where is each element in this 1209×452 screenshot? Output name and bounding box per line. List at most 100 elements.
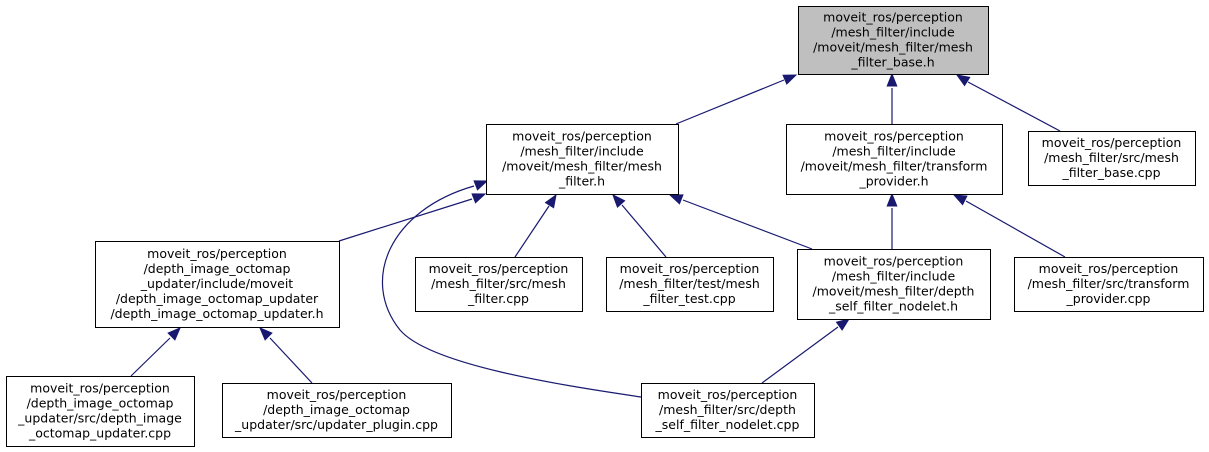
node-box	[486, 124, 679, 195]
edge-mesh_filter_base_cpp-to-root	[955, 74, 1061, 132]
node-transform_provider_cpp[interactable]: moveit_ros/perception/mesh_filter/src/tr…	[1014, 257, 1204, 312]
node-label-line: moveit_ros/perception	[267, 387, 407, 402]
node-box	[1014, 257, 1204, 312]
edge-depth_self_filter_nodelet_cpp-to-depth_self_filter_nodelet_h	[761, 318, 851, 384]
node-label-line: _octomap_updater.cpp	[28, 426, 171, 441]
node-label-line: _filter_test.cpp	[642, 291, 735, 306]
edge-line	[130, 337, 171, 377]
node-label-line: /moveit/mesh_filter/mesh	[502, 159, 662, 174]
node-label-line: /mesh_filter/src/mesh	[431, 276, 566, 291]
node-label-line: /depth_image_octomap	[144, 261, 291, 276]
node-label-line: /depth_image_octomap_updater.h	[110, 306, 323, 321]
node-label-line: _updater/src/depth_image	[17, 411, 182, 426]
arrowhead	[259, 327, 273, 341]
node-depth_self_filter_nodelet_h[interactable]: moveit_ros/perception/mesh_filter/includ…	[797, 249, 991, 320]
edge-depth_self_filter_nodelet_h-to-mesh_filter_h	[668, 194, 813, 250]
node-label-line: /depth_image_octomap_updater	[116, 291, 319, 306]
edge-line	[682, 199, 813, 250]
node-label-line: moveit_ros/perception	[823, 10, 963, 25]
node-mesh_filter_h[interactable]: moveit_ros/perception/mesh_filter/includ…	[486, 124, 679, 195]
node-label-line: moveit_ros/perception	[1039, 261, 1179, 276]
node-label-line: _filter.h	[558, 174, 605, 189]
edge-line	[675, 79, 785, 125]
edge-line	[621, 204, 667, 258]
node-label-line: _filter_base.h	[850, 55, 934, 70]
edge-line	[965, 200, 1066, 258]
edge-depth_image_octomap_updater_cpp-to-depth_image_octomap_updater_h	[130, 327, 181, 377]
node-label-line: /moveit/mesh_filter/depth	[813, 284, 975, 299]
node-box	[797, 249, 991, 320]
node-box	[415, 257, 583, 312]
node-box	[95, 241, 340, 328]
node-label-line: /depth_image_octomap	[27, 396, 174, 411]
edge-mesh_filter_cpp-to-mesh_filter_h	[514, 193, 557, 258]
arrowhead	[668, 194, 684, 205]
node-label-line: moveit_ros/perception	[824, 129, 964, 144]
edge-line	[381, 185, 642, 398]
arrowhead	[612, 193, 626, 208]
node-mesh_filter_base_cpp[interactable]: moveit_ros/perception/mesh_filter/src/me…	[1028, 131, 1196, 186]
node-label-line: /mesh_filter/src/transform	[1028, 276, 1190, 291]
arrowhead	[471, 193, 487, 204]
node-mesh_filter_test_cpp[interactable]: moveit_ros/perception/mesh_filter/test/m…	[606, 257, 774, 312]
node-label-line: /depth_image_octomap	[263, 402, 410, 417]
node-box	[6, 376, 195, 447]
edge-line	[514, 205, 550, 258]
node-label-line: moveit_ros/perception	[512, 129, 652, 144]
node-label-line: _updater/include/moveit	[140, 276, 294, 291]
arrowhead	[955, 74, 971, 87]
edge-mesh_filter_h-to-root	[675, 74, 798, 125]
arrowhead	[782, 74, 798, 85]
node-label-line: _filter_base.cpp	[1061, 165, 1160, 180]
node-label-line: moveit_ros/perception	[658, 387, 798, 402]
node-label-line: /mesh_filter/include	[831, 25, 955, 40]
node-label-line: _self_filter_nodelet.cpp	[655, 417, 800, 432]
node-label-line: _provider.h	[858, 174, 928, 189]
arrowhead	[167, 327, 181, 341]
arrowhead	[952, 194, 968, 206]
arrowhead	[544, 193, 557, 209]
node-box	[641, 383, 815, 438]
arrowhead	[473, 180, 489, 191]
node-label-line: moveit_ros/perception	[147, 246, 287, 261]
node-depth_self_filter_nodelet_cpp[interactable]: moveit_ros/perception/mesh_filter/src/de…	[641, 383, 815, 438]
node-label-line: /mesh_filter/src/mesh	[1044, 150, 1179, 165]
node-label-line: moveit_ros/perception	[30, 381, 170, 396]
edge-line	[761, 326, 839, 384]
node-label-line: moveit_ros/perception	[824, 254, 964, 269]
node-label-line: /mesh_filter/include	[520, 144, 644, 159]
node-label-line: _filter.cpp	[467, 291, 529, 306]
arrowhead	[886, 72, 898, 87]
node-label-line: /mesh_filter/src/depth	[659, 402, 796, 417]
edge-depth_self_filter_nodelet_h-to-transform_provider_h	[886, 192, 898, 249]
node-label-line: /mesh_filter/include	[832, 144, 956, 159]
edge-transform_provider_h-to-root	[886, 72, 898, 124]
node-label-line: /moveit/mesh_filter/transform	[801, 159, 988, 174]
node-label-line: _provider.cpp	[1066, 291, 1151, 306]
node-depth_image_octomap_updater_cpp[interactable]: moveit_ros/perception/depth_image_octoma…	[6, 376, 195, 447]
node-label-line: _updater/src/updater_plugin.cpp	[234, 417, 438, 432]
arrowhead	[886, 192, 898, 207]
node-transform_provider_h[interactable]: moveit_ros/perception/mesh_filter/includ…	[786, 124, 1003, 195]
node-mesh_filter_cpp[interactable]: moveit_ros/perception/mesh_filter/src/me…	[415, 257, 583, 312]
node-label-line: /moveit/mesh_filter/mesh	[813, 40, 973, 55]
node-label-line: moveit_ros/perception	[620, 261, 760, 276]
edge-depth_self_filter_nodelet_cpp-to-mesh_filter_h	[381, 180, 642, 398]
edge-updater_plugin_cpp-to-depth_image_octomap_updater_h	[259, 327, 313, 384]
node-label-line: moveit_ros/perception	[1042, 135, 1182, 150]
node-label-line: moveit_ros/perception	[429, 261, 569, 276]
node-label-line: /mesh_filter/include	[832, 269, 956, 284]
node-depth_image_octomap_updater_h[interactable]: moveit_ros/perception/depth_image_octoma…	[95, 241, 340, 328]
edge-mesh_filter_test_cpp-to-mesh_filter_h	[612, 193, 667, 258]
node-box	[786, 124, 1003, 195]
edge-transform_provider_cpp-to-transform_provider_h	[952, 194, 1066, 258]
node-updater_plugin_cpp[interactable]: moveit_ros/perception/depth_image_octoma…	[222, 383, 452, 438]
node-root[interactable]: moveit_ros/perception/mesh_filter/includ…	[798, 6, 989, 75]
edge-line	[269, 337, 313, 384]
edge-line	[338, 198, 473, 242]
node-box	[1028, 131, 1196, 186]
node-box	[606, 257, 774, 312]
edges-layer	[130, 72, 1066, 398]
node-box	[222, 383, 452, 438]
